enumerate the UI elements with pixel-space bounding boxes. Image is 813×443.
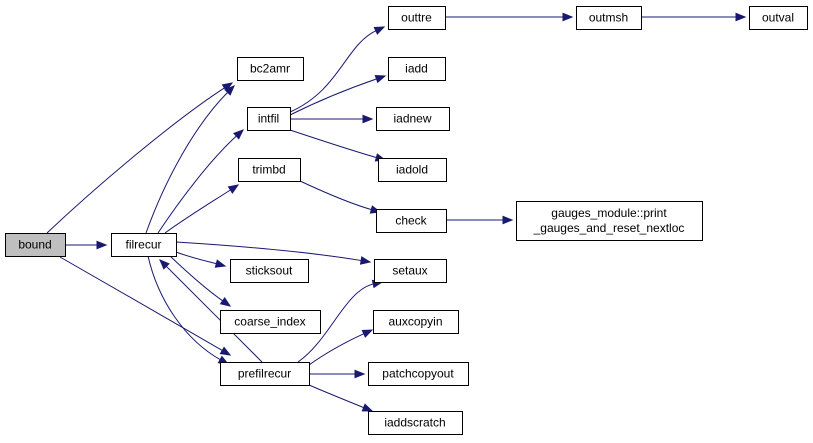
node-box bbox=[5, 233, 66, 257]
node-label: iadnew bbox=[393, 112, 431, 126]
node-label: bound bbox=[18, 238, 51, 252]
edge-filrecur-to-sticksout bbox=[175, 251, 227, 268]
edge-intfil-to-outtre bbox=[289, 26, 386, 113]
node-label: auxcopyin bbox=[388, 315, 442, 329]
edge-prefilrecur-to-patchcopyout bbox=[308, 369, 366, 379]
node-check[interactable]: check bbox=[376, 209, 447, 233]
node-label: setaux bbox=[392, 264, 427, 278]
edge-filrecur-to-bc2amr bbox=[145, 85, 235, 234]
node-iaddscratch[interactable]: iaddscratch bbox=[368, 411, 463, 435]
node-label: iaddscratch bbox=[384, 416, 445, 430]
node-box bbox=[368, 411, 463, 435]
node-label: patchcopyout bbox=[382, 367, 454, 381]
node-box bbox=[749, 6, 808, 30]
node-label: filrecur bbox=[125, 238, 161, 252]
node-label: coarse_index bbox=[234, 315, 305, 329]
edge-trimbd-to-check bbox=[299, 180, 382, 214]
edge-filrecur-to-trimbd bbox=[164, 184, 240, 234]
node-box bbox=[238, 158, 301, 182]
node-label: gauges_module::print bbox=[551, 206, 667, 220]
node-label: bc2amr bbox=[250, 62, 290, 76]
edge-intfil-to-iadold bbox=[289, 129, 387, 162]
node-label: check bbox=[395, 214, 427, 228]
node-label: outmsh bbox=[589, 11, 628, 25]
node-box bbox=[388, 6, 446, 30]
node-box bbox=[376, 209, 447, 233]
edge-intfil-to-iadnew bbox=[289, 114, 374, 124]
node-box bbox=[247, 107, 291, 131]
node-label: outval bbox=[762, 11, 794, 25]
node-label: iadold bbox=[396, 163, 428, 177]
node-outtre[interactable]: outtre bbox=[388, 6, 446, 30]
node-box bbox=[230, 259, 309, 283]
node-box bbox=[373, 310, 459, 334]
edge-outtre-to-outmsh bbox=[445, 12, 574, 22]
node-sticksout[interactable]: sticksout bbox=[230, 259, 309, 283]
node-box bbox=[368, 362, 469, 386]
node-iadold[interactable]: iadold bbox=[378, 158, 447, 182]
node-iadnew[interactable]: iadnew bbox=[376, 107, 450, 131]
node-label: intfil bbox=[258, 112, 279, 126]
edge-bound-to-prefilrecur bbox=[59, 256, 232, 356]
node-box bbox=[220, 310, 321, 334]
node-box bbox=[516, 201, 703, 241]
node-iadd[interactable]: iadd bbox=[388, 57, 446, 81]
node-label: iadd bbox=[405, 62, 428, 76]
node-box bbox=[374, 259, 447, 283]
node-label: sticksout bbox=[246, 264, 293, 278]
node-label: prefilrecur bbox=[238, 367, 291, 381]
edge-layer bbox=[46, 12, 747, 412]
edge-intfil-to-iadd bbox=[289, 74, 387, 116]
node-box bbox=[376, 107, 450, 131]
edge-prefilrecur-to-auxcopyin bbox=[308, 329, 374, 366]
node-intfil[interactable]: intfil bbox=[247, 107, 291, 131]
node-outval[interactable]: outval bbox=[749, 6, 808, 30]
edge-filrecur-to-intfil bbox=[157, 129, 244, 234]
node-box bbox=[220, 362, 310, 386]
node-box bbox=[111, 233, 177, 257]
node-setaux[interactable]: setaux bbox=[374, 259, 447, 283]
node-label: _gauges_and_reset_nextloc bbox=[533, 221, 685, 235]
node-box bbox=[378, 158, 447, 182]
node-gauges[interactable]: gauges_module::print_gauges_and_reset_ne… bbox=[516, 201, 703, 241]
node-trimbd[interactable]: trimbd bbox=[238, 158, 301, 182]
node-coarse_index[interactable]: coarse_index bbox=[220, 310, 321, 334]
edge-filrecur-to-coarse_index bbox=[169, 255, 232, 307]
node-bound[interactable]: bound bbox=[5, 233, 66, 257]
edge-bound-to-bc2amr bbox=[46, 82, 234, 234]
edge-bound-to-filrecur bbox=[65, 240, 108, 250]
edge-filrecur-to-setaux bbox=[175, 241, 372, 265]
node-box bbox=[388, 57, 446, 81]
node-auxcopyin[interactable]: auxcopyin bbox=[373, 310, 459, 334]
node-filrecur[interactable]: filrecur bbox=[111, 233, 177, 257]
edge-prefilrecur-to-filrecur bbox=[159, 259, 263, 363]
node-prefilrecur[interactable]: prefilrecur bbox=[220, 362, 310, 386]
node-label: trimbd bbox=[252, 163, 285, 177]
node-bc2amr[interactable]: bc2amr bbox=[237, 57, 304, 81]
node-patchcopyout[interactable]: patchcopyout bbox=[368, 362, 469, 386]
node-label: outtre bbox=[401, 11, 432, 25]
node-outmsh[interactable]: outmsh bbox=[576, 6, 642, 30]
node-layer: bound bc2amr filrecur prefilrecur intfil trim… bbox=[5, 6, 808, 435]
edge-check-to-gauges bbox=[446, 215, 514, 225]
node-box bbox=[237, 57, 304, 81]
edge-prefilrecur-to-iaddscratch bbox=[308, 384, 374, 412]
edge-outmsh-to-outval bbox=[641, 12, 747, 22]
node-box bbox=[576, 6, 642, 30]
